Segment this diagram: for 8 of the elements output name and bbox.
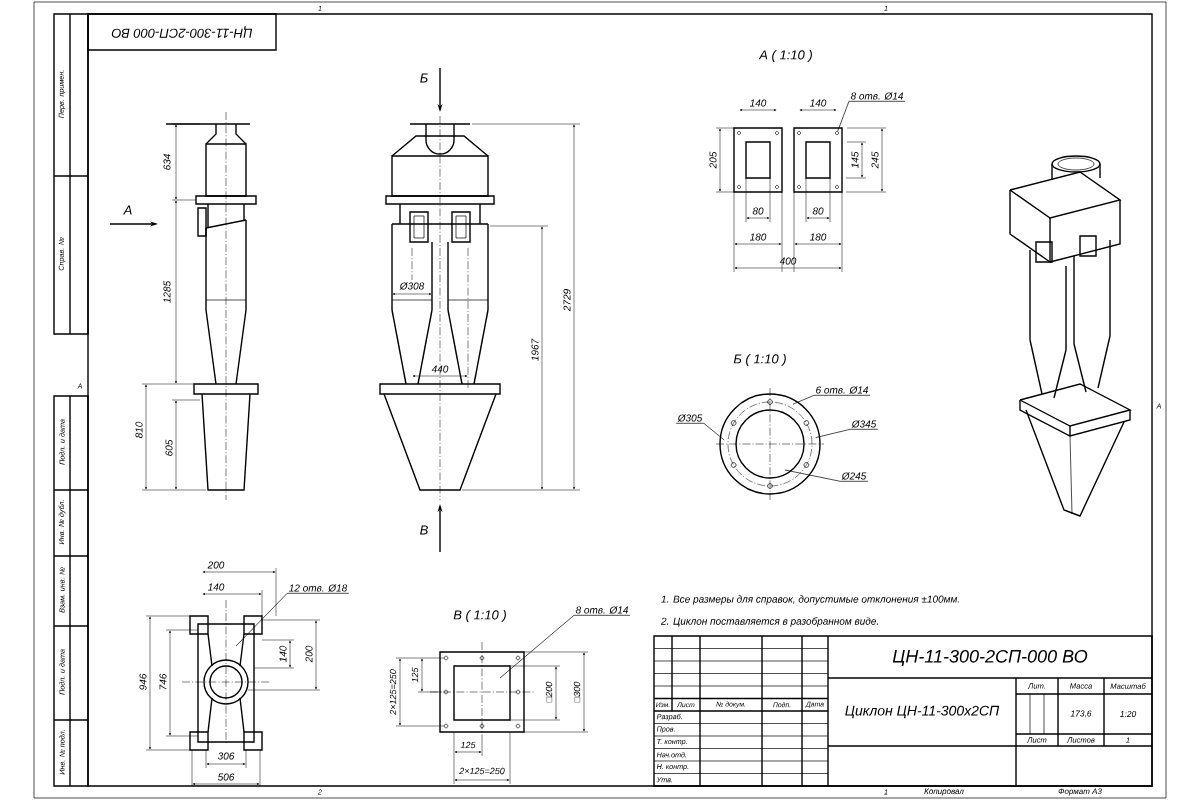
leader-line xyxy=(792,394,871,405)
leader-line xyxy=(784,469,869,482)
leader-line xyxy=(675,422,725,441)
leader-line xyxy=(499,614,631,679)
leader-line xyxy=(235,592,350,647)
leader-line xyxy=(815,428,879,438)
leader-line xyxy=(837,100,906,132)
document-code: ЦН-11-300-2СП-000 ВО xyxy=(892,649,1088,667)
